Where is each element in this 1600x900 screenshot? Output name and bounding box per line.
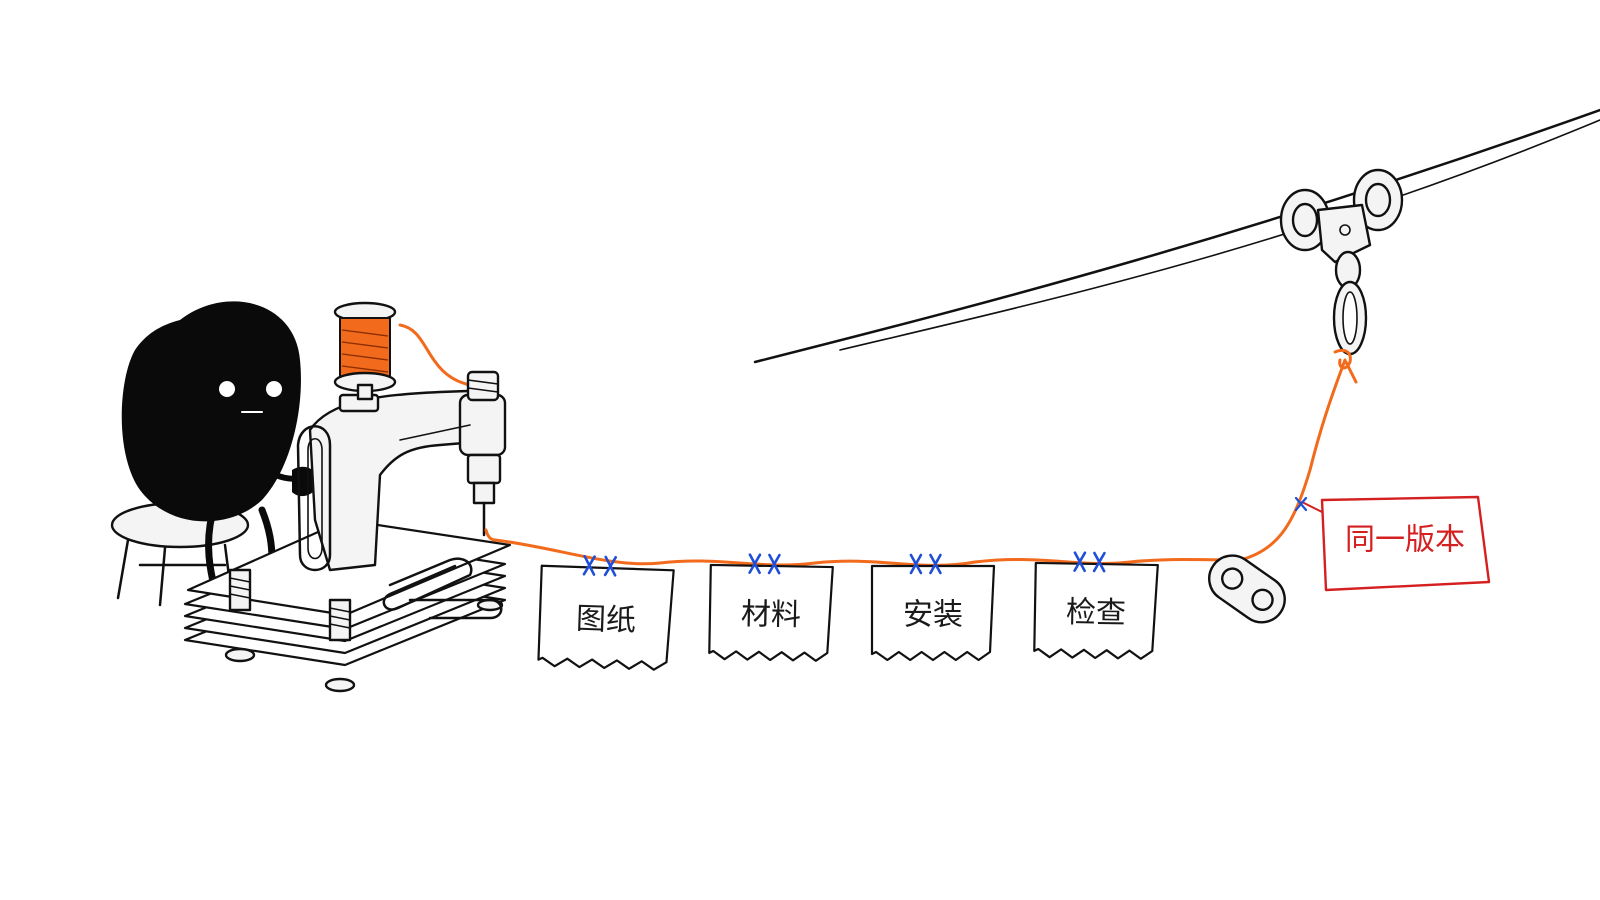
stitch-icon — [929, 553, 942, 575]
card-label: 材料 — [741, 597, 802, 633]
card-label: 图纸 — [575, 601, 636, 638]
version-tag-label: 同一版本 — [1345, 523, 1465, 558]
needle-thread — [484, 528, 497, 542]
zip-line-cable — [753, 108, 1600, 364]
stitch-icon — [909, 553, 923, 575]
card-4: 检查 — [1033, 551, 1159, 660]
card-2: 材料 — [708, 553, 834, 662]
link-connector — [1208, 554, 1286, 624]
card-label: 检查 — [1066, 595, 1127, 631]
card-paper — [537, 564, 675, 671]
card-label: 安装 — [903, 598, 963, 633]
version-tag: 同一版本 — [1294, 495, 1491, 592]
card-1: 图纸 — [537, 554, 675, 671]
paper-stack — [183, 518, 512, 693]
stitch-icon — [1073, 551, 1087, 573]
card-paper — [870, 564, 996, 662]
sewing-machine — [296, 301, 507, 572]
card-3: 安装 — [870, 553, 996, 662]
stitch-icon — [603, 555, 618, 577]
stitch-icon — [748, 553, 762, 575]
stitch-icon — [767, 553, 781, 575]
card-paper — [708, 563, 834, 662]
orange-thread — [398, 323, 1358, 567]
pulley-trolley — [1279, 168, 1404, 356]
left-eye-icon — [219, 381, 235, 397]
stitch-icon — [582, 554, 596, 576]
stitch-icon — [1092, 551, 1106, 573]
paper-clip-icon — [382, 557, 503, 620]
card-list: 图纸 材料 安装 检查 — [537, 551, 1159, 671]
card-paper — [1033, 561, 1159, 660]
right-eye-icon — [266, 381, 282, 397]
